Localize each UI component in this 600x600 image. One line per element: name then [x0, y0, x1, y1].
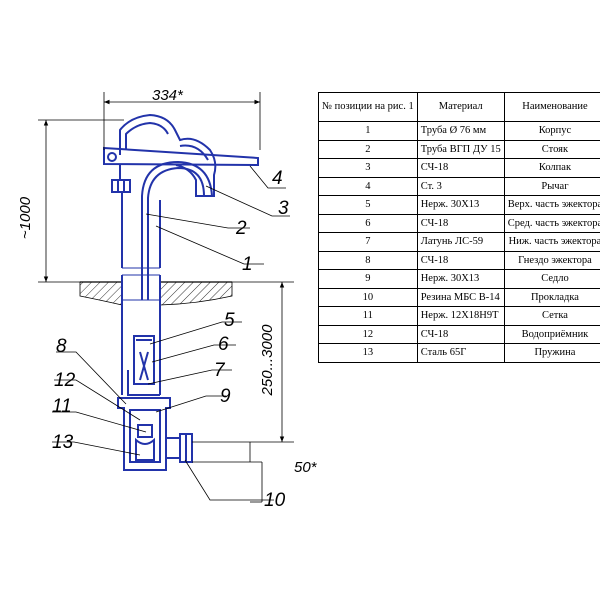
- pos-label-10: 10: [264, 490, 286, 511]
- parts-table-container: № позиции на рис. 1 Материал Наименовани…: [318, 92, 600, 363]
- dim-width: 334*: [152, 87, 184, 104]
- position-labels: 1 2 3 4 5 6 7 8 9 10 11 12 13: [52, 168, 289, 511]
- cell-material: Труба Ø 76 мм: [416, 121, 505, 141]
- cell-position: 13: [318, 343, 418, 363]
- header-material: Материал: [416, 92, 505, 122]
- cell-name: Прокладка: [503, 287, 600, 307]
- pos-label-12: 12: [54, 370, 76, 391]
- cell-material: Резина МБС В-14: [416, 287, 505, 307]
- pos-label-8: 8: [56, 336, 67, 357]
- cell-material: Сталь 65Г: [416, 343, 505, 363]
- cell-name: Верх. часть эжектора: [503, 195, 600, 215]
- cell-name: Сетка: [503, 306, 600, 326]
- ground: [79, 281, 233, 306]
- pos-label-6: 6: [218, 334, 229, 355]
- cell-name: Пружина: [503, 343, 600, 363]
- cell-position: 2: [318, 139, 418, 159]
- dimensions: [38, 92, 294, 503]
- cell-position: 4: [318, 176, 418, 196]
- cell-position: 3: [318, 158, 418, 178]
- cell-position: 1: [318, 121, 418, 141]
- pos-label-7: 7: [214, 360, 226, 381]
- cell-name: Седло: [503, 269, 600, 289]
- pos-label-9: 9: [220, 386, 231, 407]
- pos-label-13: 13: [52, 432, 74, 453]
- pos-label-2: 2: [235, 218, 247, 239]
- cell-material: СЧ-18: [416, 158, 505, 178]
- cell-material: СЧ-18: [416, 250, 505, 270]
- cell-material: Нерж. 30Х13: [416, 269, 505, 289]
- dim-offset: 50*: [294, 459, 318, 476]
- header-position: № позиции на рис. 1: [318, 92, 418, 122]
- cell-position: 6: [318, 213, 418, 233]
- table-header-row: № позиции на рис. 1 Материал Наименовани…: [318, 92, 600, 122]
- cell-material: Труба ВГП ДУ 15: [416, 139, 505, 159]
- leader-lines: [52, 165, 290, 501]
- cell-position: 7: [318, 232, 418, 252]
- header-name: Наименование: [503, 92, 600, 122]
- dim-height: ~1000: [17, 196, 34, 239]
- cell-material: СЧ-18: [416, 324, 505, 344]
- pos-label-3: 3: [278, 198, 289, 219]
- dim-depth: 250...3000: [259, 324, 276, 397]
- cell-material: Ст. 3: [416, 176, 505, 196]
- cell-material: Нерж. 12Х18Н9Т: [416, 306, 505, 326]
- cell-name: Сред. часть эжектора: [503, 213, 600, 233]
- parts-table: № позиции на рис. 1 Материал Наименовани…: [318, 92, 600, 363]
- cell-position: 9: [318, 269, 418, 289]
- hydrant-drawing: 334* ~1000 250...3000 50* 1 2 3 4 5 6 7 …: [17, 87, 318, 511]
- cell-name: Рычаг: [503, 176, 600, 196]
- pos-label-1: 1: [242, 254, 253, 275]
- cell-name: Корпус: [503, 121, 600, 141]
- cell-material: Латунь ЛС-59: [416, 232, 505, 252]
- cell-position: 11: [318, 306, 418, 326]
- cell-name: Колпак: [503, 158, 600, 178]
- cell-name: Гнездо эжектора: [503, 250, 600, 270]
- cell-name: Водоприёмник: [503, 324, 600, 344]
- cell-material: СЧ-18: [416, 213, 505, 233]
- cell-position: 5: [318, 195, 418, 215]
- cell-position: 8: [318, 250, 418, 270]
- cell-position: 10: [318, 287, 418, 307]
- pos-label-11: 11: [52, 396, 72, 417]
- pos-label-5: 5: [224, 310, 235, 331]
- cell-name: Стояк: [503, 139, 600, 159]
- hydrant-body: [103, 113, 259, 471]
- cell-material: Нерж. 30Х13: [416, 195, 505, 215]
- cell-name: Ниж. часть эжектора: [503, 232, 600, 252]
- pos-label-4: 4: [272, 168, 283, 189]
- cell-position: 12: [318, 324, 418, 344]
